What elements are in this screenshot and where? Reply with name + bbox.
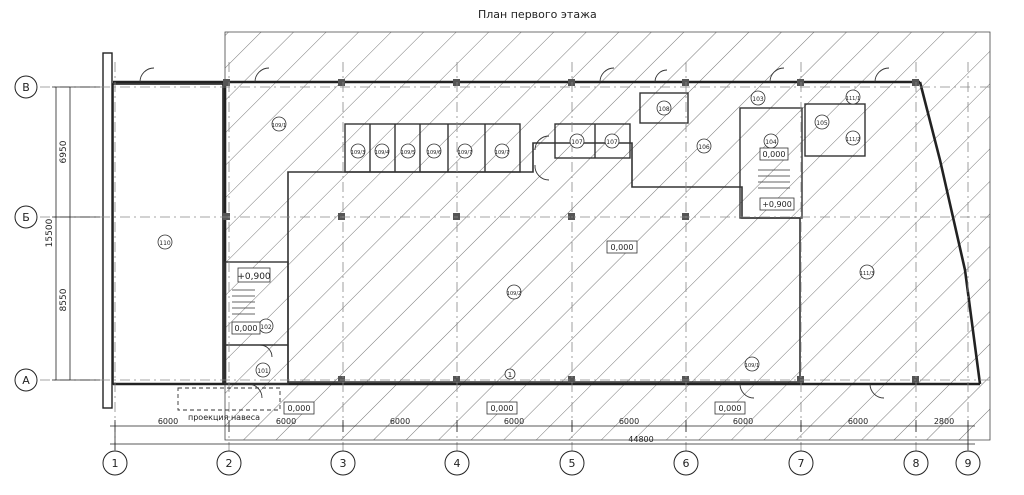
dim-total-vertical: 15500 — [45, 218, 55, 247]
room-label: 109/6 — [427, 150, 441, 156]
axis-col-label: 1 — [112, 457, 119, 470]
axis-col-label: 2 — [226, 457, 233, 470]
room-label: 111/2 — [846, 137, 860, 143]
room-label: 108 — [658, 106, 670, 113]
axis-row-label: В — [22, 81, 30, 94]
level-mark: 0,000 — [763, 150, 786, 159]
room-label: 109/1 — [272, 123, 286, 129]
grid-lines — [40, 62, 990, 455]
row-axis-bubbles — [14, 75, 38, 392]
room-label: 111/3 — [860, 271, 874, 277]
axis-col-label: 7 — [798, 457, 805, 470]
left-stair — [232, 289, 255, 315]
room-label: 109/4 — [375, 150, 389, 156]
room-label: 107 — [571, 139, 583, 146]
axis-col-label: 8 — [913, 457, 920, 470]
door-swings — [139, 67, 890, 399]
dim-span: 6000 — [276, 417, 296, 426]
entry-marker: 1 — [508, 371, 512, 379]
room-label: 111/1 — [846, 96, 860, 102]
level-mark: 0,000 — [719, 404, 742, 413]
dim-span: 6000 — [390, 417, 410, 426]
room-110-area — [112, 83, 224, 385]
axis-row-label: А — [22, 374, 30, 387]
level-mark: +0,900 — [237, 272, 271, 282]
column-axis-bubbles — [102, 450, 981, 476]
room-label: 110 — [159, 240, 171, 247]
level-boxes — [231, 147, 795, 415]
canopy-projection — [177, 387, 281, 411]
room-label: 107 — [606, 139, 618, 146]
room-label: 109/7 — [458, 150, 472, 156]
room-label: 106 — [698, 144, 710, 151]
room-label: 105 — [816, 120, 828, 127]
dim-span: 6000 — [158, 417, 178, 426]
level-mark: 0,000 — [611, 243, 634, 252]
axis-col-label: 3 — [340, 457, 347, 470]
canopy-column — [102, 52, 113, 409]
room-label: 104 — [765, 139, 777, 146]
dim-span: 6000 — [733, 417, 753, 426]
room-label: 103 — [752, 96, 764, 103]
bottom-dimension-lines — [110, 420, 975, 450]
dim-lower-vertical: 8550 — [59, 288, 69, 311]
interior-walls — [224, 92, 866, 385]
dim-span: 2800 — [934, 417, 954, 426]
entry-marker-circle — [504, 368, 516, 380]
dim-upper-vertical: 6950 — [59, 140, 69, 163]
room-tags — [157, 89, 875, 378]
axis-col-label: 6 — [683, 457, 690, 470]
axis-col-label: 4 — [454, 457, 461, 470]
level-mark: 0,000 — [491, 404, 514, 413]
room-label: 109/1 — [745, 363, 759, 369]
room-label: 109/7 — [495, 150, 509, 156]
room-label: 101 — [257, 368, 269, 375]
left-dimension-lines — [52, 86, 100, 381]
dim-total-horizontal: 44800 — [628, 435, 653, 444]
plan-title: План первого этажа — [478, 8, 597, 21]
room-label: 109/5 — [401, 150, 415, 156]
axis-col-label: 5 — [569, 457, 576, 470]
axis-row-label: Б — [22, 211, 30, 224]
axis-col-label: 9 — [965, 457, 972, 470]
right-stair — [758, 169, 790, 189]
room-label: 109/2 — [507, 291, 521, 297]
main-hall — [287, 142, 801, 383]
room-label: 102 — [260, 324, 272, 331]
structural-columns — [223, 79, 919, 383]
dim-span: 6000 — [504, 417, 524, 426]
level-mark: 0,000 — [288, 404, 311, 413]
level-mark: 0,000 — [235, 324, 258, 333]
dim-span: 6000 — [619, 417, 639, 426]
dim-span: 6000 — [848, 417, 868, 426]
room-label: 109/3 — [351, 150, 365, 156]
level-mark: +0,900 — [762, 200, 792, 209]
canopy-label: проекция навеса — [188, 413, 260, 422]
